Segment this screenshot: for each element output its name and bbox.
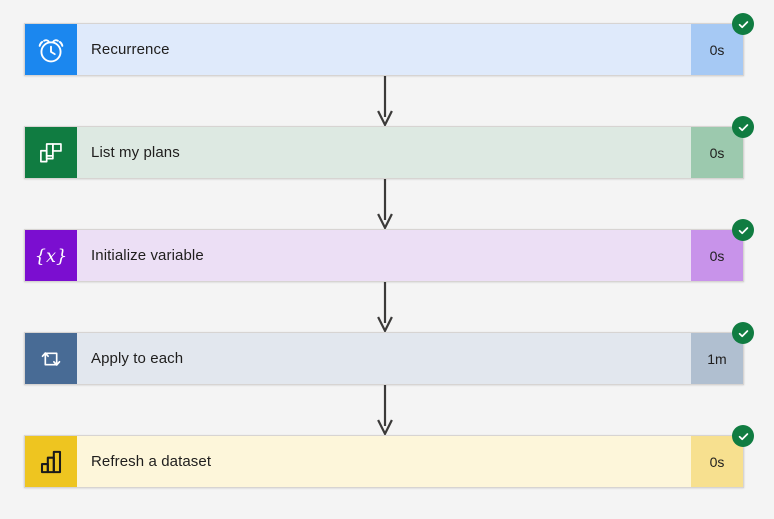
flow-step-body: Refresh a dataset xyxy=(77,436,691,487)
status-badge xyxy=(732,13,754,35)
flow-connector-arrow xyxy=(377,385,393,435)
status-badge xyxy=(732,219,754,241)
flow-step-title: List my plans xyxy=(91,144,180,161)
flow-step-title: Apply to each xyxy=(91,350,184,367)
loop-repeat-icon xyxy=(25,333,77,384)
flow-step-recurrence[interactable]: Recurrence 0s xyxy=(24,13,754,76)
arrow-down-icon xyxy=(377,179,393,229)
flow-step-apply-to-each[interactable]: Apply to each 1m xyxy=(24,322,754,385)
flow-connector-arrow xyxy=(377,179,393,229)
flow-step-duration-text: 0s xyxy=(709,41,725,58)
flow-connector-arrow xyxy=(377,282,393,332)
arrow-down-icon xyxy=(377,76,393,126)
flow-step-body: List my plans xyxy=(77,127,691,178)
status-badge xyxy=(732,425,754,447)
flow-step-duration: 0s xyxy=(691,13,754,75)
variable-braces-x-icon: {x} xyxy=(25,230,77,281)
flow-step-duration-text: 0s xyxy=(709,453,725,470)
flow-step-title: Refresh a dataset xyxy=(91,453,212,470)
status-badge xyxy=(732,322,754,344)
status-badge xyxy=(732,116,754,138)
flow-step-duration: 0s xyxy=(691,219,754,281)
flow-step-duration-text: 1m xyxy=(707,350,727,367)
flow-step-duration-text: 0s xyxy=(709,247,725,264)
flow-step-body: Apply to each xyxy=(77,333,691,384)
flow-step-initialize-variable[interactable]: {x} Initialize variable 0s xyxy=(24,219,754,282)
flow-step-body: Recurrence xyxy=(77,24,691,75)
arrow-down-icon xyxy=(377,282,393,332)
flow-step-list-my-plans[interactable]: List my plans 0s xyxy=(24,116,754,179)
flow-step-duration-text: 0s xyxy=(709,144,725,161)
flow-step-duration: 0s xyxy=(691,425,754,487)
flow-step-duration: 1m xyxy=(691,322,754,384)
flow-step-title: Initialize variable xyxy=(91,247,204,264)
flow-step-title: Recurrence xyxy=(91,41,170,58)
flow-connector-arrow xyxy=(377,76,393,126)
flow-step-body: Initialize variable xyxy=(77,230,691,281)
alarm-clock-icon xyxy=(25,24,77,75)
svg-text:{x}: {x} xyxy=(35,246,68,267)
flow-step-duration: 0s xyxy=(691,116,754,178)
arrow-down-icon xyxy=(377,385,393,435)
power-bi-bars-icon xyxy=(25,436,77,487)
planner-board-icon xyxy=(25,127,77,178)
flow-step-refresh-a-dataset[interactable]: Refresh a dataset 0s xyxy=(24,425,754,488)
